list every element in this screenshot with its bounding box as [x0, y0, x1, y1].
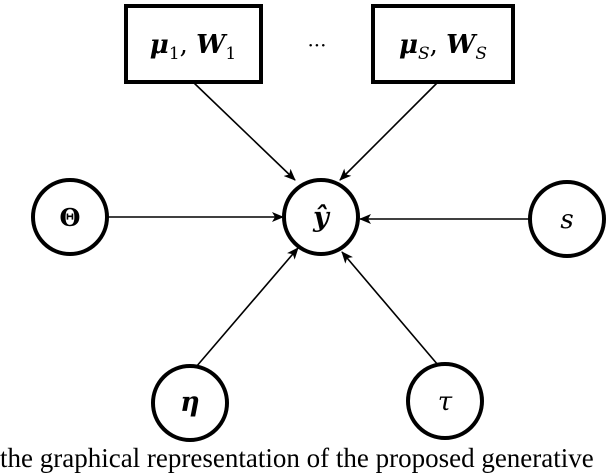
edge-tau-to-yhat [341, 251, 439, 366]
node-s: s [528, 180, 606, 258]
node-theta: Θ [31, 178, 109, 256]
svg-text:η: η [180, 387, 200, 418]
node-param-S: μS, WS [371, 4, 515, 84]
svg-text:s: s [560, 205, 573, 235]
svg-text:Θ: Θ [60, 203, 81, 232]
ellipsis-label: ··· [307, 33, 326, 57]
svg-text:μ1, W1: μ1, W1 [150, 30, 236, 64]
edge-paramS-to-yhat [339, 81, 439, 181]
svg-text:τ: τ [438, 387, 453, 417]
edge-param1-to-yhat [192, 81, 296, 181]
node-eta: η [151, 364, 229, 442]
node-y-hat: ŷ [282, 178, 360, 256]
svg-text:μS, WS: μS, WS [399, 30, 487, 64]
svg-text:ŷ: ŷ [312, 202, 331, 233]
edge-eta-to-yhat [195, 247, 299, 368]
node-param-1: μ1, W1 [124, 4, 263, 84]
figure-caption: the graphical representation of the prop… [0, 443, 594, 473]
node-tau: τ [406, 362, 484, 440]
